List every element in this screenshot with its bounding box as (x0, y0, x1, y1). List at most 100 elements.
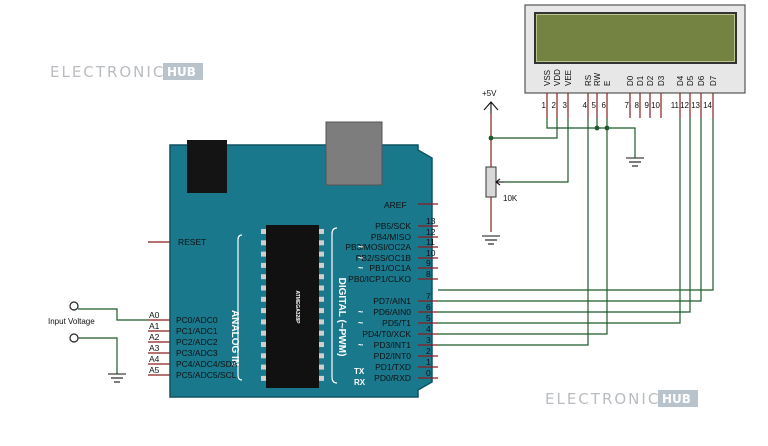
digital-pin-name: PD5/T1 (382, 318, 411, 328)
digital-pin-number: 10 (426, 248, 436, 258)
analog-pin-ext: A3 (149, 343, 160, 353)
chip-leg-left (261, 296, 266, 302)
lcd-pin-name: D7 (709, 75, 718, 86)
lcd-module: VSS1VDD2VEE3RS4RW5E6D07D18D29D310D411D51… (524, 4, 746, 118)
digital-pin-number: 6 (426, 302, 431, 312)
digital-pin-name: PB0/ICP1/CLKO (348, 274, 411, 284)
analog-pin-ext: A1 (149, 321, 160, 331)
analog-pin-ext: A2 (149, 332, 160, 342)
chip-leg-left (261, 364, 266, 370)
chip-leg-right (319, 375, 324, 381)
digital-pin-name: PD7/AIN1 (373, 296, 411, 306)
lcd-screen (537, 15, 734, 61)
digital-pin-number: 12 (426, 227, 436, 237)
digital-pin-number: 11 (426, 237, 435, 247)
digital-pin-number: 13 (426, 216, 436, 226)
lcd-pin-number: 9 (645, 101, 650, 110)
chip-leg-left (261, 342, 266, 347)
analog-pin-name: PC5/ADC5/SCL (176, 370, 237, 380)
chip-leg-left (261, 375, 266, 381)
digital-pin-number: 9 (426, 258, 431, 268)
digital-pin-number: 4 (426, 324, 431, 334)
digital-pin-number: 3 (426, 335, 431, 345)
analog-bracket (237, 234, 243, 381)
tx-label: TX (354, 367, 365, 376)
watermark-hub-bottom: HUB (662, 392, 691, 406)
digital-pin-number: 5 (426, 313, 431, 323)
digital-pin-number: 1 (426, 357, 431, 367)
watermark-hub-top: HUB (167, 65, 196, 79)
atmega-chip (266, 225, 319, 388)
digital-bracket (331, 227, 338, 384)
lcd-pin-name: D4 (676, 75, 685, 86)
digital-pin-name: PD3/INT1 (374, 340, 412, 350)
supply-label: +5V (482, 89, 497, 98)
digital-pin-number: 0 (426, 368, 431, 378)
digital-pin-name: PB1/OC1A (369, 263, 411, 273)
pot-circuit: +5V 10K (482, 89, 518, 245)
lcd-pin-number: 12 (680, 101, 689, 110)
chip-leg-left (261, 353, 266, 359)
lcd-pin-name: D1 (636, 75, 645, 86)
input-terminal-negative (69, 333, 79, 343)
pwm-tilde: ~ (358, 263, 363, 273)
chip-leg-right (319, 285, 324, 291)
pot-label: 10K (503, 194, 518, 203)
analog-pin-ext: A4 (149, 354, 160, 364)
analog-in-title: ANALOG IN (229, 310, 240, 366)
pwm-tilde: ~ (358, 242, 363, 252)
chip-leg-right (319, 342, 324, 347)
chip-leg-left (261, 251, 266, 257)
chip-leg-right (319, 262, 324, 268)
wires (78, 118, 714, 374)
digital-pin-name: PB2/SS/OC1B (356, 253, 412, 263)
input-voltage: Input Voltage (48, 301, 126, 383)
digital-pin-name: PD1/TXD (375, 362, 411, 372)
aref-label: AREF (384, 200, 407, 210)
lcd-pin-name: D3 (657, 75, 666, 86)
lcd-pin-name: RW (593, 72, 602, 86)
lcd-pin-number: 13 (691, 101, 700, 110)
chip-leg-left (261, 274, 266, 280)
digital-pin-name: PB4/MISO (371, 232, 412, 242)
analog-pin-name: PC1/ADC1 (176, 326, 218, 336)
digital-pin-name: PD4/T0/XCK (362, 329, 411, 339)
digital-title: DIGITAL (~PWM) (336, 278, 347, 357)
chip-leg-right (319, 229, 324, 234)
input-voltage-label: Input Voltage (48, 317, 95, 326)
lcd-ground (626, 157, 644, 167)
digital-pin-name: PD2/INT0 (374, 351, 412, 361)
digital-pin-name: PD6/AIN0 (373, 307, 411, 317)
lcd-pin-name: E (603, 81, 612, 86)
lcd-pin-name: D5 (686, 75, 695, 86)
digital-pin-name: PB3/MOSI/OC2A (345, 242, 411, 252)
digital-pin-number: 7 (426, 291, 431, 301)
chip-leg-right (319, 251, 324, 257)
chip-leg-left (261, 262, 266, 268)
analog-pin-ext: A5 (149, 365, 160, 375)
chip-leg-left (261, 240, 266, 246)
watermark-brand-bottom: ELECTRONICS (545, 390, 672, 408)
analog-pin-name: PC0/ADC0 (176, 315, 218, 325)
lcd-pin-number: 4 (583, 101, 588, 110)
lcd-pin-name: RS (584, 75, 593, 86)
lcd-pins: VSS1VDD2VEE3RS4RW5E6D07D18D29D310D411D51… (542, 69, 718, 118)
chip-leg-right (319, 308, 324, 314)
arduino-board: ATMEGA328P ANALOG IN DIGITAL (~PWM) TX R… (148, 121, 438, 398)
chip-leg-right (319, 240, 324, 246)
lcd-pin-name: VEE (564, 70, 573, 86)
input-terminal-positive (69, 301, 79, 311)
watermark-brand-top: ELECTRONICS (50, 63, 177, 81)
lcd-pin-name: D6 (697, 75, 706, 86)
chip-leg-right (319, 319, 324, 325)
lcd-pin-number: 6 (602, 101, 607, 110)
analog-pin-name: PC4/ADC4/SDA (176, 359, 238, 369)
chip-leg-left (261, 330, 266, 336)
digital-pin-number: 2 (426, 346, 431, 356)
lcd-pin-number: 7 (625, 101, 630, 110)
chip-leg-left (261, 285, 266, 291)
lcd-pin-name: VDD (553, 69, 562, 86)
